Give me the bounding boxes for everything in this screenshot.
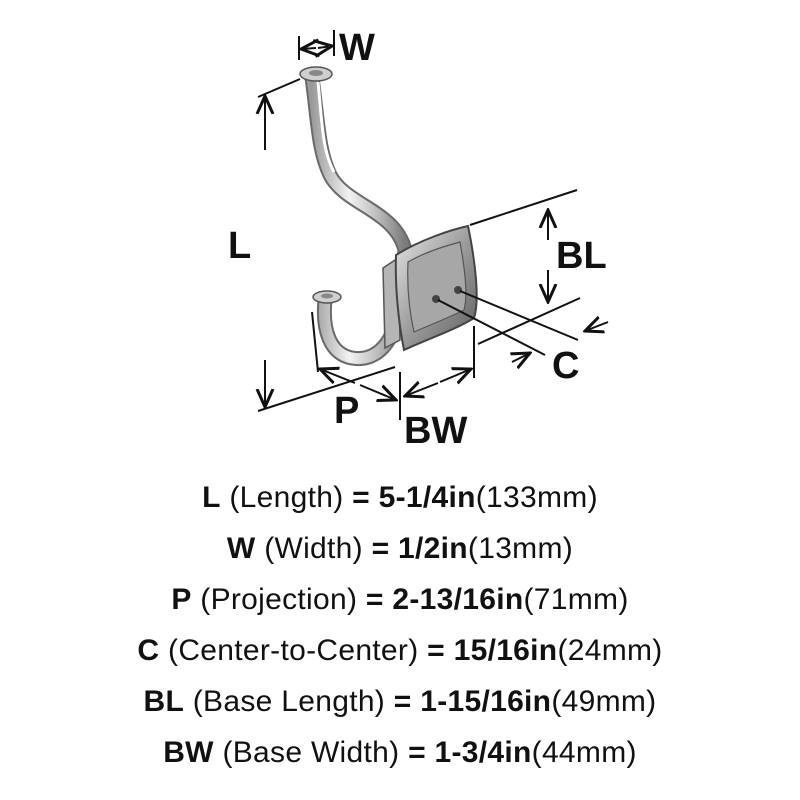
spec-name: (Width) xyxy=(264,532,363,565)
spec-metric: (24mm) xyxy=(557,634,663,667)
label-bl: BL xyxy=(556,235,607,277)
label-bw: BW xyxy=(404,410,467,452)
label-w: W xyxy=(339,27,375,69)
spec-name: (Center-to-Center) xyxy=(168,634,419,667)
label-l: L xyxy=(228,225,251,267)
spec-code: L xyxy=(202,481,221,514)
spec-metric: (44mm) xyxy=(531,736,637,769)
coat-hook-image xyxy=(299,66,478,367)
spec-base-width: BW (Base Width) = 1-3/4in(44mm) xyxy=(0,727,800,778)
spec-metric: (13mm) xyxy=(467,532,574,565)
spec-value: = 15/16in xyxy=(427,634,558,667)
spec-code: C xyxy=(137,634,160,667)
spec-value: = 1-15/16in xyxy=(393,685,552,718)
spec-base-length: BL (Base Length) = 1-15/16in(49mm) xyxy=(0,676,800,727)
spec-code: P xyxy=(171,583,192,616)
dimension-lines xyxy=(258,30,609,420)
spec-metric: (71mm) xyxy=(523,583,629,616)
hook-dimension-diagram: W L BL C P BW xyxy=(228,27,609,452)
spec-width: W (Width) = 1/2in(13mm) xyxy=(0,523,800,574)
spec-name: (Base Width) xyxy=(222,736,400,769)
spec-name: (Length) xyxy=(229,481,344,514)
spec-value: = 1/2in xyxy=(371,532,468,565)
spec-length: L (Length) = 5-1/4in(133mm) xyxy=(0,472,800,523)
spec-value: = 1-3/4in xyxy=(408,736,532,769)
spec-code: BW xyxy=(163,736,214,769)
spec-metric: (133mm) xyxy=(475,481,598,514)
spec-projection: P (Projection) = 2-13/16in(71mm) xyxy=(0,574,800,625)
spec-value: = 2-13/16in xyxy=(365,583,524,616)
spec-code: BL xyxy=(143,685,185,718)
label-c: C xyxy=(552,345,579,387)
dimension-specs: L (Length) = 5-1/4in(133mm) W (Width) = … xyxy=(0,472,800,778)
spec-name: (Base Length) xyxy=(192,685,386,718)
spec-metric: (49mm) xyxy=(551,685,657,718)
spec-name: (Projection) xyxy=(200,583,358,616)
spec-center-to-center: C (Center-to-Center) = 15/16in(24mm) xyxy=(0,625,800,676)
label-p: P xyxy=(334,390,359,432)
spec-code: W xyxy=(226,532,256,565)
spec-value: = 5-1/4in xyxy=(352,481,476,514)
